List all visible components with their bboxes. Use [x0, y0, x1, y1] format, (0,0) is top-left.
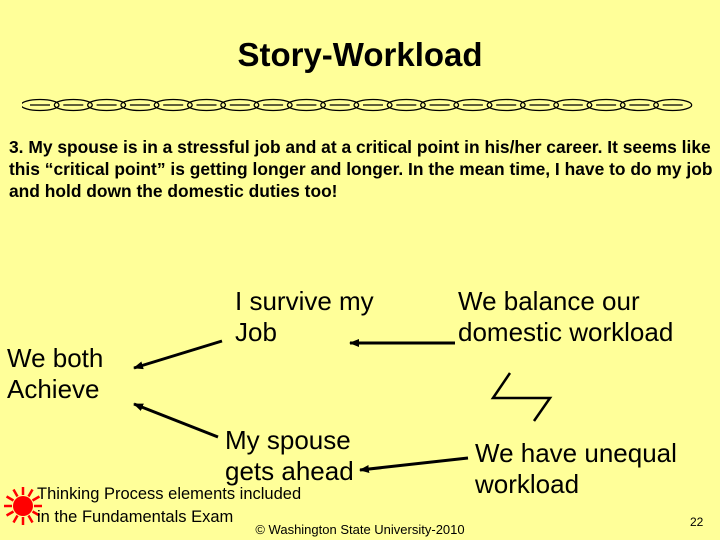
- node-balance-workload: We balance our domestic workload: [458, 286, 674, 347]
- arrow-spouse-to-both: [133, 402, 219, 439]
- node-both-achieve: We both Achieve: [7, 343, 104, 404]
- page-number: 22: [690, 515, 704, 529]
- arrow-survive-to-both: [133, 339, 223, 370]
- arrow-unequal-to-spouse: [359, 456, 469, 473]
- node-survive-job: I survive my Job: [235, 286, 374, 347]
- slide-title: Story-Workload: [237, 36, 483, 73]
- question-text: 3. My spouse is in a stressful job and a…: [9, 137, 713, 201]
- chain-divider: [22, 98, 693, 112]
- lightning-bolt-icon: [490, 372, 553, 422]
- node-spouse-ahead: My spouse gets ahead: [225, 425, 354, 486]
- copyright: © Washington State University-2010: [255, 522, 465, 537]
- footnote: Thinking Process elements included in th…: [37, 485, 302, 526]
- node-unequal-workload: We have unequal workload: [475, 438, 677, 499]
- sun-icon: [4, 487, 42, 525]
